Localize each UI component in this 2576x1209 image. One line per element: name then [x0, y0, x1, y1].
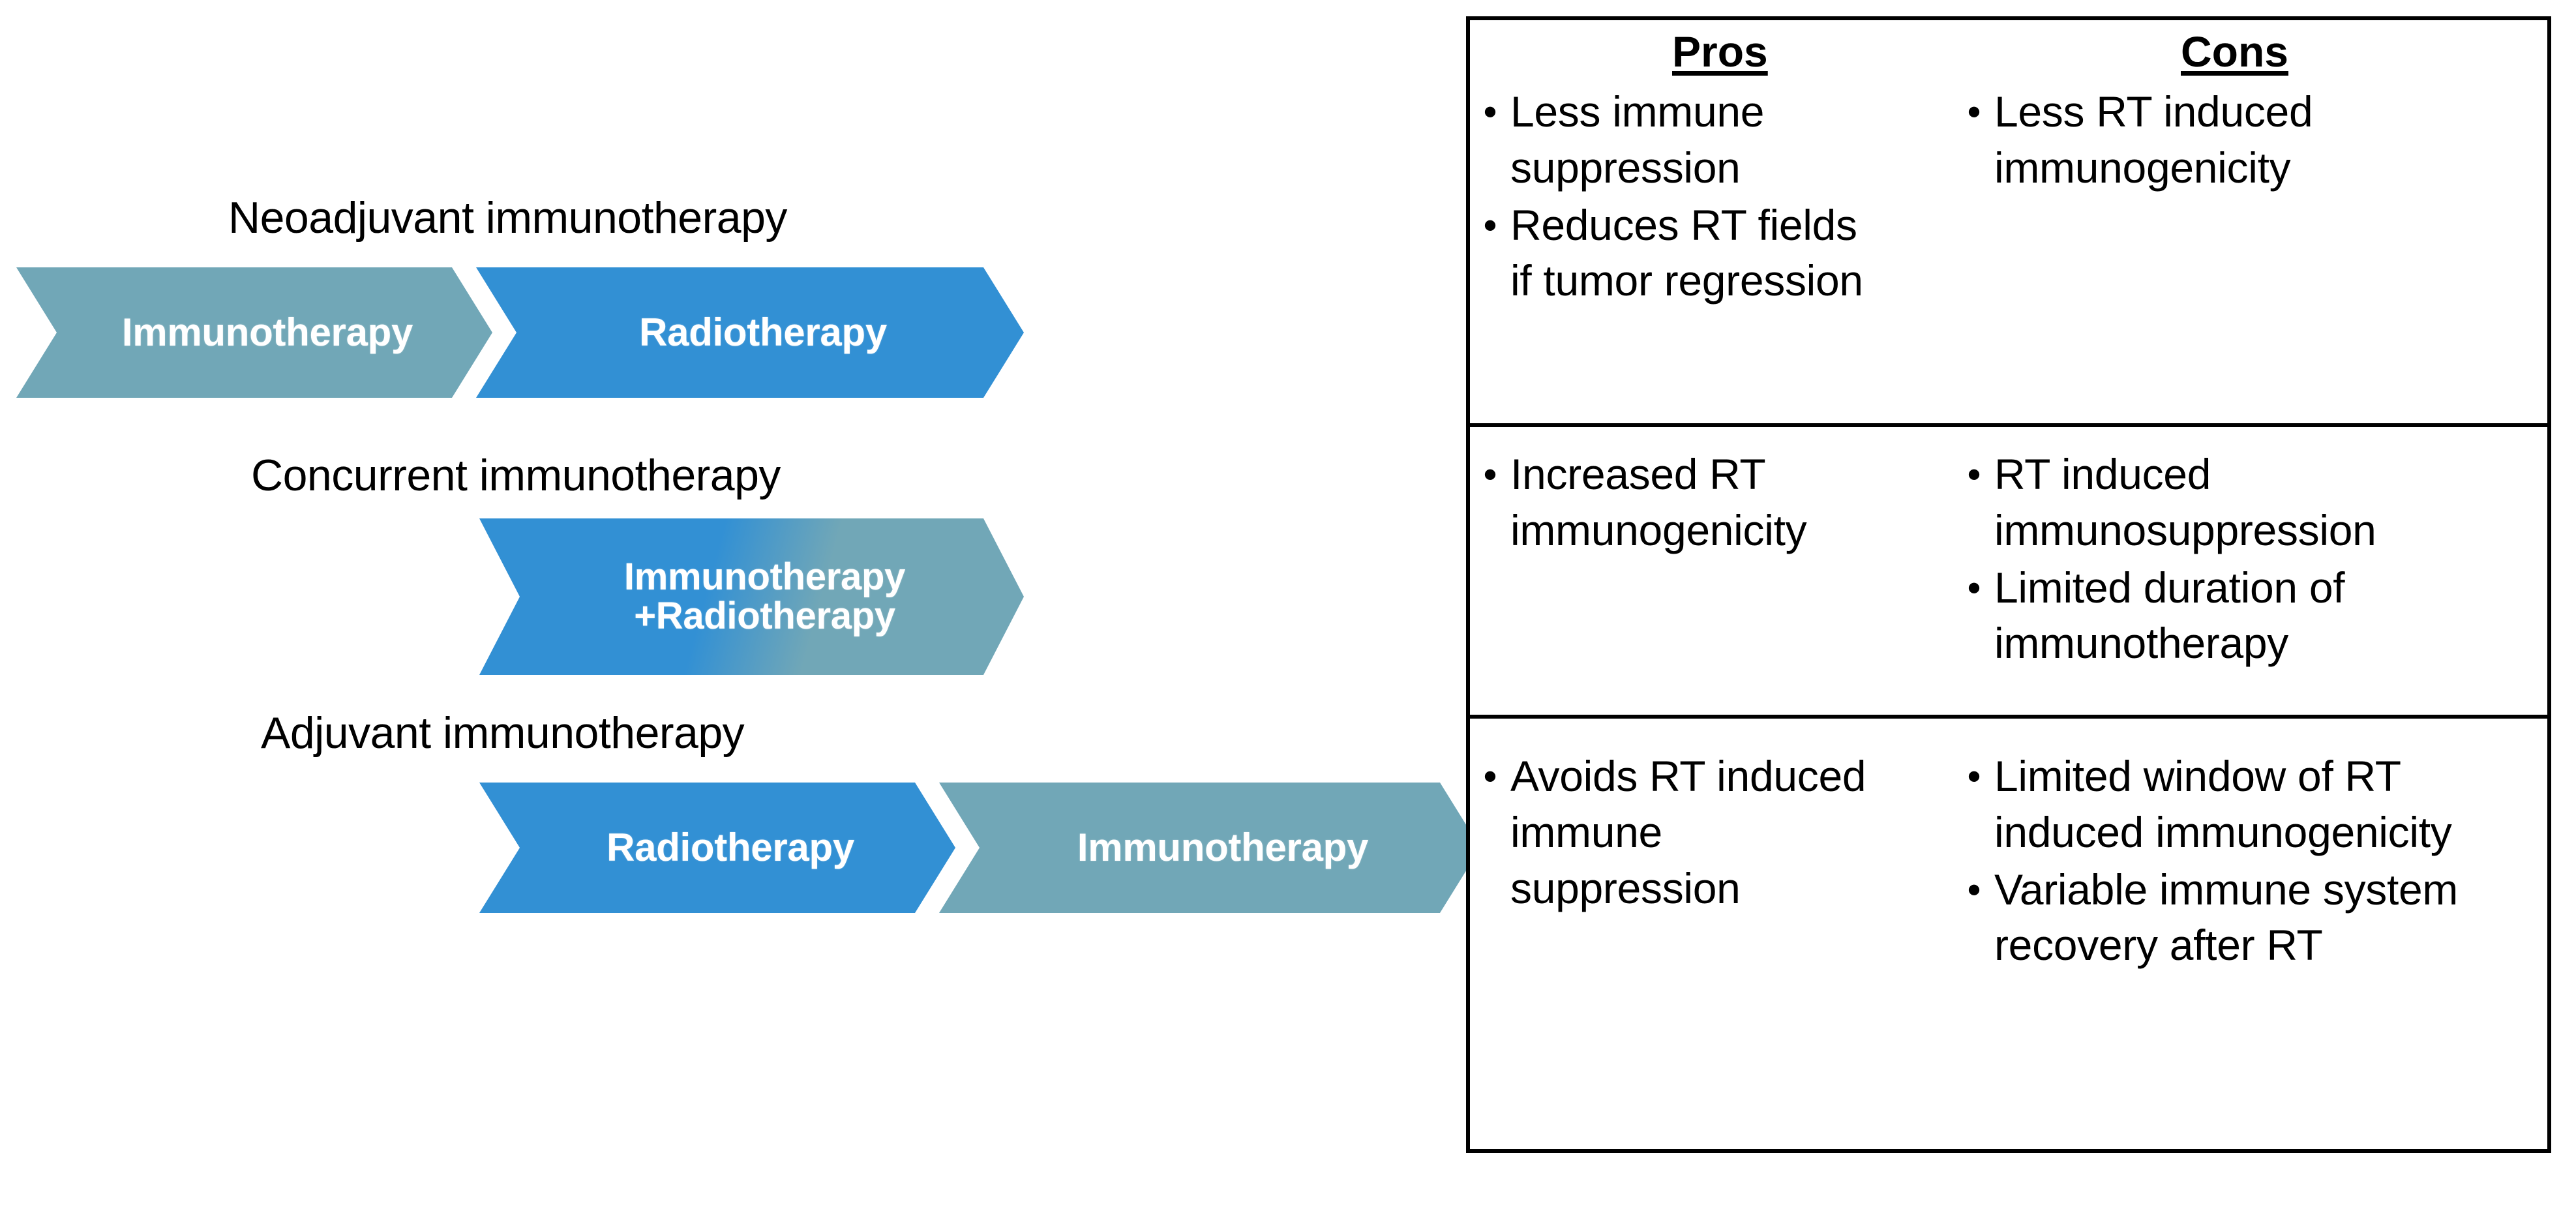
bullet-icon: •: [1483, 754, 1497, 798]
table-header-pros: Pros: [1672, 27, 1768, 76]
chevron-step-label: Immunotherapy: [1077, 826, 1369, 870]
table-cell-pros: • Avoids RT induced immune suppression: [1470, 719, 1954, 1209]
flow-row-label-adjuvant: Adjuvant immunotherapy: [261, 708, 745, 758]
flow-row-neoadjuvant: Neoadjuvant immunotherapy Immunotherapy …: [0, 0, 1461, 391]
bullet-icon: •: [1967, 867, 1981, 912]
table-cell-cons: • Limited window of RT induced immunogen…: [1954, 719, 2547, 1209]
bullet-icon: •: [1483, 453, 1497, 496]
chevron-track-neoadjuvant: Immunotherapy Radiotherapy: [0, 267, 1043, 398]
chevron-track-concurrent: Immunotherapy +Radiotherapy: [0, 518, 1043, 675]
list-item: • Reduces RT fields if tumor regression: [1470, 198, 1947, 310]
chevron-step-immunotherapy[interactable]: Immunotherapy: [16, 267, 492, 398]
list-item: • Variable immune system recovery after …: [1954, 862, 2541, 974]
table-cell-cons: • RT induced immunosuppression • Limited…: [1954, 427, 2547, 715]
bullet-icon: •: [1483, 203, 1497, 247]
chevron-step-radiotherapy[interactable]: Radiotherapy: [476, 267, 1024, 398]
bullet-icon: •: [1967, 453, 1981, 496]
table-cell-cons: • Less RT induced immunogenicity: [1954, 80, 2547, 423]
list-item-text: Avoids RT induced immune suppression: [1510, 752, 1866, 912]
bullet-icon: •: [1967, 565, 1981, 610]
pros-cons-table: Pros Cons • Less immune suppression • Re…: [1466, 16, 2551, 1153]
list-item-text: Limited window of RT induced immunogenic…: [1994, 752, 2452, 856]
chevron-step-label: Radiotherapy: [639, 310, 887, 355]
list-item: • Limited window of RT induced immunogen…: [1954, 749, 2541, 861]
chevron-step-label: Immunotherapy +Radiotherapy: [623, 556, 906, 637]
list-item: • RT induced immunosuppression: [1954, 447, 2541, 559]
list-item-text: RT induced immunosuppression: [1994, 450, 2376, 554]
list-item: • Less RT induced immunogenicity: [1954, 84, 2541, 196]
table-row: • Less immune suppression • Reduces RT f…: [1470, 80, 2547, 423]
bullet-icon: •: [1483, 90, 1497, 134]
bullet-icon: •: [1967, 90, 1981, 134]
list-item: • Increased RT immunogenicity: [1470, 447, 1947, 559]
bullet-icon: •: [1967, 754, 1981, 798]
chevron-step-radiotherapy[interactable]: Radiotherapy: [479, 783, 955, 913]
table-row: • Increased RT immunogenicity • RT induc…: [1470, 423, 2547, 715]
chevron-step-label: Immunotherapy: [121, 310, 413, 355]
table-cell-pros: • Increased RT immunogenicity: [1470, 427, 1954, 715]
chevron-track-adjuvant: Radiotherapy Immunotherapy: [0, 783, 1474, 913]
table-row: • Avoids RT induced immune suppression •…: [1470, 715, 2547, 1209]
list-item: • Avoids RT induced immune suppression: [1470, 749, 1947, 916]
table-header-row: Pros Cons: [1470, 20, 2547, 80]
flow-row-adjuvant: Adjuvant immunotherapy Radiotherapy Immu…: [0, 678, 1461, 1043]
flow-row-concurrent: Concurrent immunotherapy Immunotherapy +…: [0, 391, 1461, 678]
chevron-step-label: Radiotherapy: [607, 826, 854, 870]
list-item: • Limited duration of immunotherapy: [1954, 560, 2541, 672]
flow-row-label-concurrent: Concurrent immunotherapy: [251, 451, 781, 500]
flow-row-label-neoadjuvant: Neoadjuvant immunotherapy: [228, 193, 787, 243]
chevron-step-immunotherapy[interactable]: Immunotherapy: [939, 783, 1480, 913]
table-cell-pros: • Less immune suppression • Reduces RT f…: [1470, 80, 1954, 423]
table-header-cons: Cons: [2181, 27, 2288, 76]
list-item-text: Increased RT immunogenicity: [1510, 450, 1807, 554]
list-item-text: Limited duration of immunotherapy: [1994, 563, 2345, 668]
list-item-text: Reduces RT fields if tumor regression: [1510, 200, 1863, 305]
chevron-step-immunotherapy-plus-radiotherapy[interactable]: Immunotherapy +Radiotherapy: [479, 518, 1024, 675]
list-item-text: Less RT induced immunogenicity: [1994, 87, 2313, 192]
list-item: • Less immune suppression: [1470, 84, 1947, 196]
list-item-text: Variable immune system recovery after RT: [1994, 865, 2459, 970]
treatment-sequence-flow: Neoadjuvant immunotherapy Immunotherapy …: [0, 0, 1461, 1181]
list-item-text: Less immune suppression: [1510, 87, 1765, 192]
